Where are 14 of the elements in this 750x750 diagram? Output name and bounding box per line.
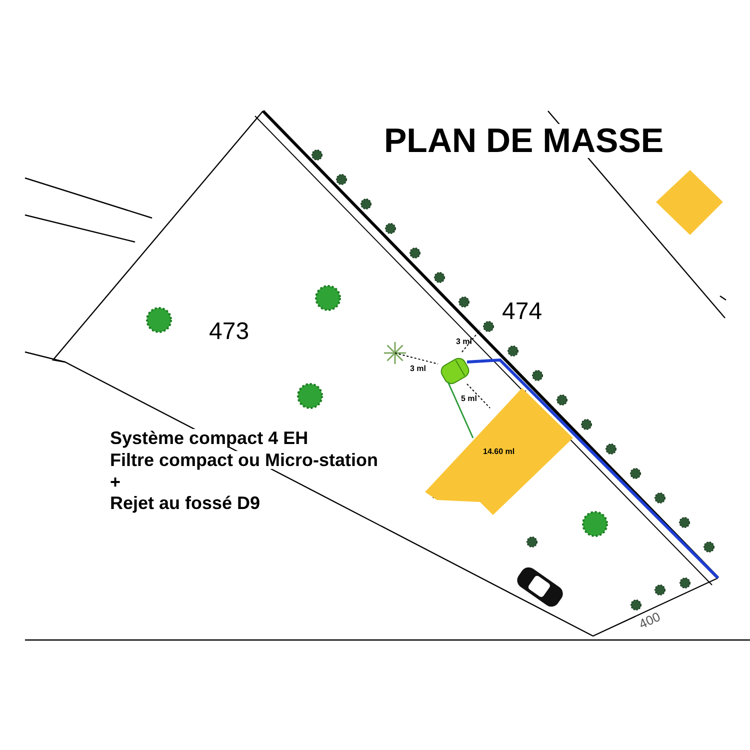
dimension-label: 3 ml [410,365,426,373]
parcel-number: 473 [209,320,250,344]
parcel-number: 474 [502,300,542,324]
house-footprint [425,388,573,515]
note-text: Filtre compact ou Micro-station [110,451,378,469]
drain-pipe [447,382,474,438]
dimension-label: 400 [637,610,662,631]
note-text: Système compact 4 EH [110,429,308,447]
dimension-label: 14.60 ml [483,448,515,456]
note-text: Rejet au fossé D9 [110,494,260,512]
dimension-label: 5 ml [461,395,478,403]
plan-title: PLAN DE MASSE [384,124,664,158]
discharge-pipe [466,358,720,580]
dimension-label: 3 ml [456,338,472,346]
